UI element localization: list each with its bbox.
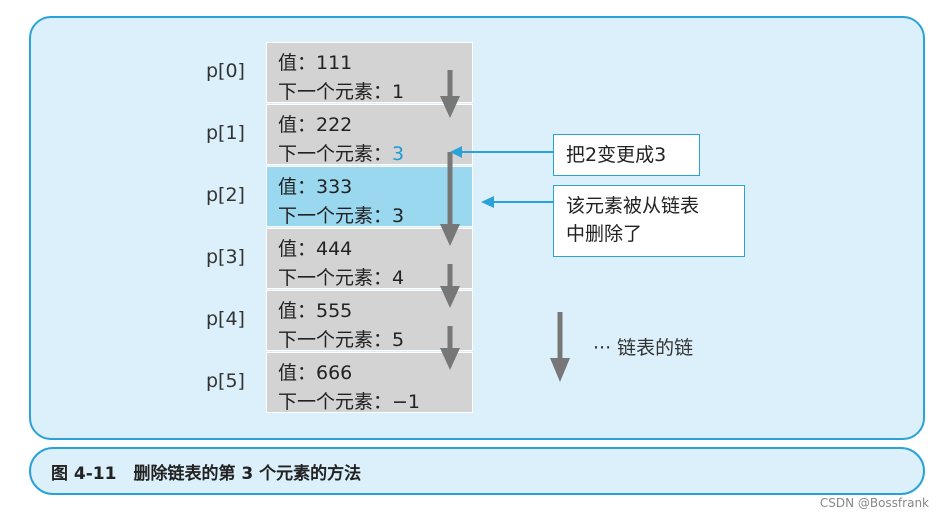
- link-arrow-4-to-5: [440, 326, 460, 370]
- element-value: 值：666: [278, 362, 353, 384]
- link-arrow-1-to-3: [440, 152, 460, 246]
- legend-arrow-icon: [550, 312, 570, 382]
- watermark: CSDN @Bossfrank: [819, 496, 929, 510]
- pointer-arrow-change: [450, 146, 553, 158]
- removed-note-line2: 中删除了: [566, 223, 643, 245]
- index-label-p5: p[5]: [206, 370, 245, 392]
- element-next: 下一个元素：3: [278, 205, 405, 227]
- element-next: 下一个元素：5: [278, 329, 405, 351]
- removed-note-line1: 该元素被从链表: [566, 195, 700, 217]
- change-note-text: 把2变更成3: [566, 144, 667, 166]
- index-label-p0: p[0]: [206, 60, 245, 82]
- index-label-p3: p[3]: [206, 246, 245, 268]
- change-note-box: 把2变更成3: [553, 134, 700, 176]
- index-label-p1: p[1]: [206, 122, 245, 144]
- link-arrow-0-to-1: [440, 70, 460, 118]
- list-element-1: 值：222 下一个元素：3: [266, 104, 473, 165]
- removed-note-box: 该元素被从链表 中删除了: [553, 185, 745, 257]
- list-element-2-removed: 值：333 下一个元素：3: [266, 166, 473, 227]
- element-value: 值：444: [278, 238, 353, 260]
- diagram-panel: [29, 16, 925, 440]
- element-value: 值：222: [278, 114, 353, 136]
- list-element-0: 值：111 下一个元素：1: [266, 42, 473, 103]
- element-value: 值：111: [278, 52, 353, 74]
- link-arrow-3-to-4: [440, 264, 460, 308]
- pointer-arrow-removed: [481, 196, 553, 208]
- element-next: 下一个元素：4: [278, 267, 405, 289]
- list-element-3: 值：444 下一个元素：4: [266, 228, 473, 289]
- changed-next-value: 3: [392, 143, 405, 165]
- legend-label: ··· 链表的链: [593, 337, 694, 359]
- element-value: 值：333: [278, 176, 353, 198]
- list-element-5: 值：666 下一个元素：−1: [266, 352, 473, 413]
- list-element-4: 值：555 下一个元素：5: [266, 290, 473, 351]
- figure-caption-box: 图 4-11 删除链表的第 3 个元素的方法: [29, 447, 925, 495]
- element-next: 下一个元素：1: [278, 81, 405, 103]
- element-value: 值：555: [278, 300, 353, 322]
- index-label-p2: p[2]: [206, 184, 245, 206]
- element-next: 下一个元素：3: [278, 143, 405, 165]
- element-next: 下一个元素：−1: [278, 391, 421, 413]
- index-label-p4: p[4]: [206, 308, 245, 330]
- figure-caption: 图 4-11 删除链表的第 3 个元素的方法: [51, 464, 362, 484]
